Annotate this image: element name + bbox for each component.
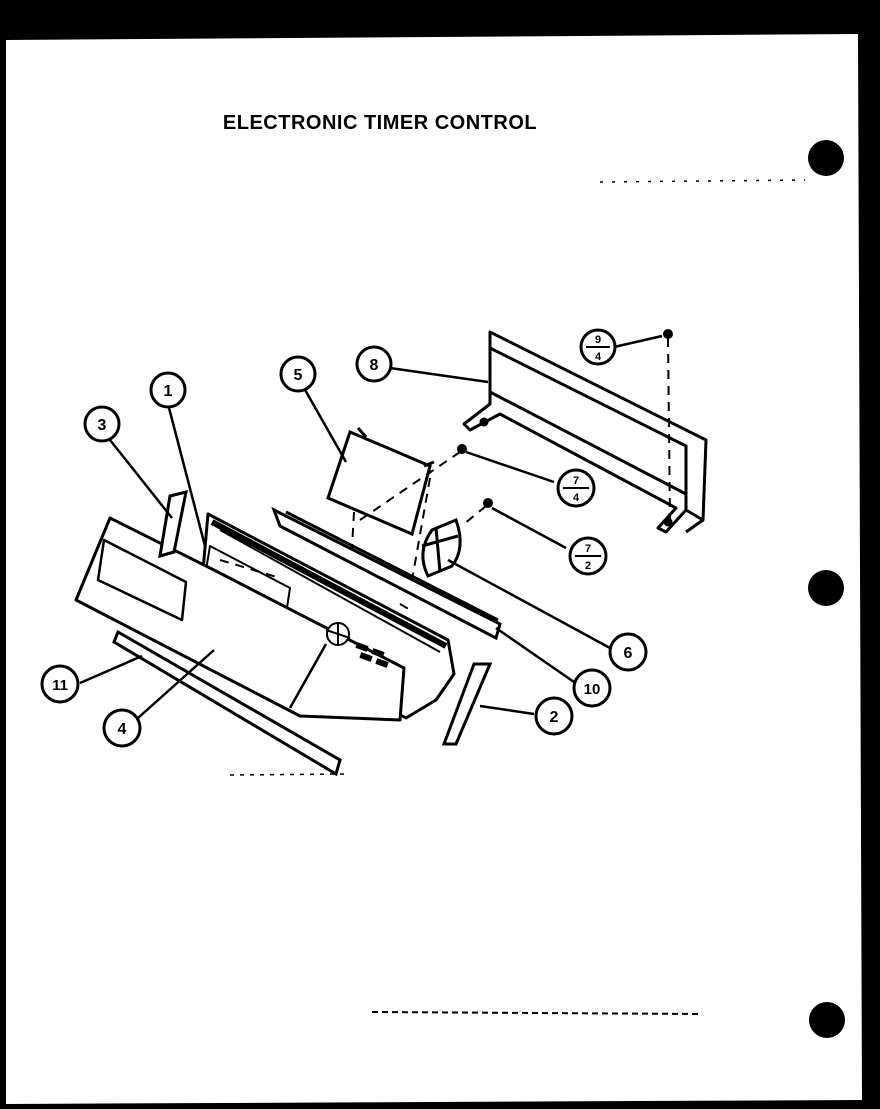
part-left-end-cap — [158, 489, 188, 559]
svg-text:5: 5 — [294, 367, 303, 384]
callout-10: 10 — [572, 668, 612, 708]
svg-text:10: 10 — [584, 681, 601, 698]
scan-noise — [599, 179, 806, 183]
scan-noise — [371, 1011, 701, 1015]
punch-hole-bottom — [809, 1002, 845, 1038]
svg-text:7: 7 — [573, 475, 579, 487]
svg-text:8: 8 — [370, 357, 379, 374]
svg-text:2: 2 — [585, 560, 591, 572]
part-control-board — [326, 427, 435, 537]
part-trim-strip — [112, 629, 342, 777]
callout-7-4: 7 4 — [556, 468, 596, 508]
punch-hole-top — [808, 140, 844, 176]
callout-4: 4 — [102, 708, 142, 748]
svg-text:4: 4 — [595, 351, 602, 363]
leader-lines — [79, 334, 663, 719]
scan-noise — [229, 773, 351, 776]
callout-9-4: 9 4 — [579, 328, 617, 366]
diagram-title: ELECTRONIC TIMER CONTROL — [222, 112, 538, 134]
callout-2: 2 — [534, 696, 574, 736]
callout-5: 5 — [279, 355, 317, 393]
callout-6: 6 — [608, 632, 648, 672]
svg-text:6: 6 — [624, 645, 633, 662]
callout-1: 1 — [149, 371, 187, 409]
svg-text:11: 11 — [52, 677, 68, 694]
callout-11: 11 — [40, 664, 80, 704]
callout-7-2: 7 2 — [568, 536, 608, 576]
part-bracket — [462, 330, 708, 534]
callout-8: 8 — [355, 345, 393, 383]
callout-3: 3 — [83, 405, 121, 443]
svg-text:1: 1 — [164, 383, 173, 400]
part-right-end-cap — [441, 662, 493, 746]
svg-text:4: 4 — [573, 492, 580, 504]
svg-text:4: 4 — [118, 721, 127, 738]
punch-hole-middle — [808, 570, 844, 606]
svg-text:7: 7 — [585, 543, 591, 555]
assembly-lines — [219, 337, 671, 613]
screws — [457, 329, 673, 508]
part-overlay — [74, 516, 406, 722]
svg-text:9: 9 — [595, 334, 601, 346]
svg-text:3: 3 — [98, 417, 107, 434]
svg-text:2: 2 — [550, 709, 559, 726]
part-channel-rail — [271, 506, 502, 641]
